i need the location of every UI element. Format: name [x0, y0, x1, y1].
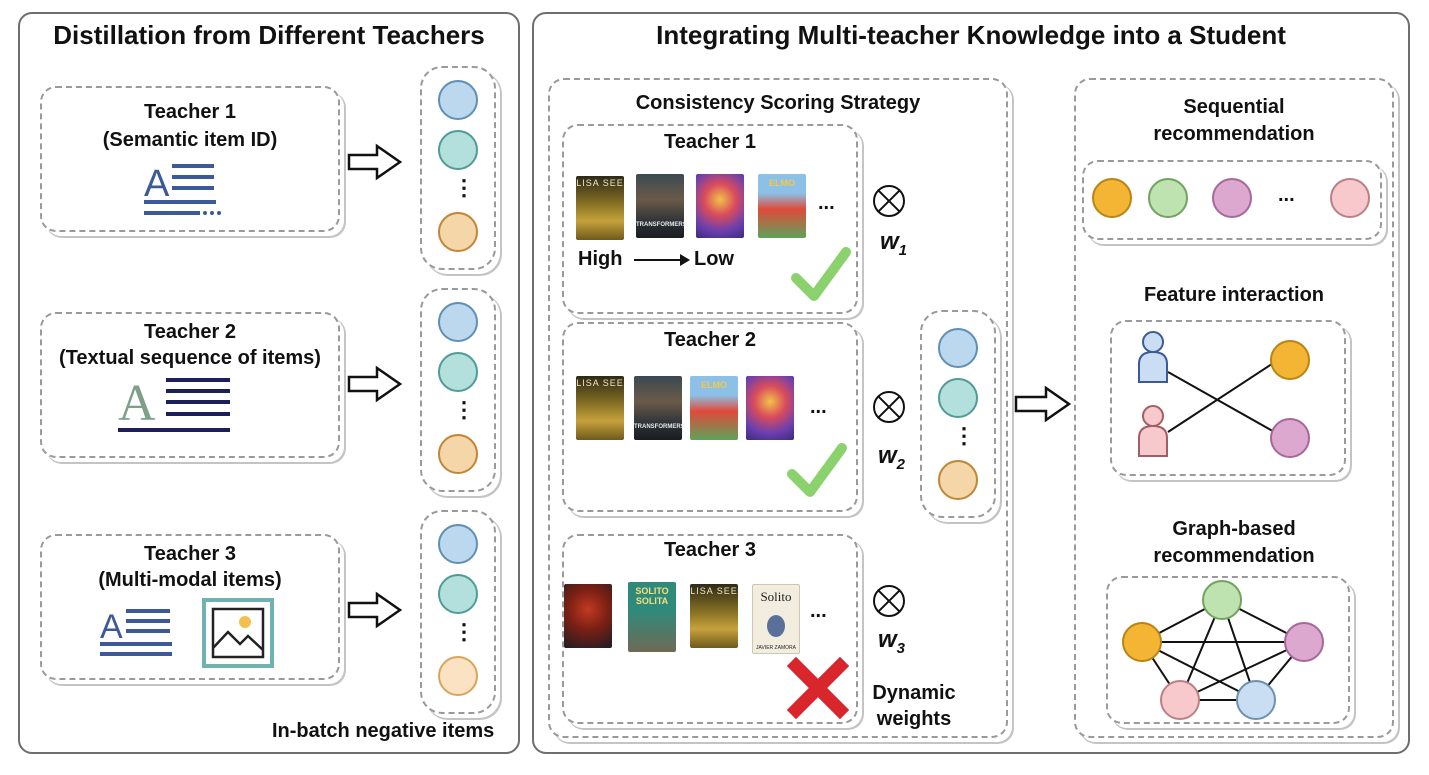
consistency-title: Consistency Scoring Strategy: [635, 92, 921, 114]
arrow-right-icon: [347, 143, 403, 181]
poster-elmo: ELMO: [690, 376, 738, 440]
cross-icon: [786, 656, 850, 720]
image-icon: [202, 598, 274, 668]
item-circle: [938, 328, 978, 368]
item-circle: [438, 302, 478, 342]
graph-node: [1202, 580, 1242, 620]
arrow-right-icon: [1014, 385, 1072, 423]
poster-lisa-see: LISA SEE: [576, 376, 624, 440]
high-to-low-arrow-icon: [634, 254, 690, 266]
dynamic-weights-label: Dynamic weights: [872, 682, 956, 730]
item-circle: [438, 574, 478, 614]
item-circle: [438, 130, 478, 170]
arrow-right-icon: [347, 365, 403, 403]
poster-ellipsis: ...: [818, 192, 835, 214]
poster-transformers: TRANSFORMERS: [634, 376, 685, 440]
poster-solito: Solito JAVIER ZAMORA: [752, 584, 800, 654]
text-sequence-icon: A: [118, 375, 230, 432]
teacher2-name: Teacher 2: [144, 321, 236, 343]
sequence-ellipsis: ...: [1278, 184, 1295, 206]
low-label: Low: [694, 248, 734, 270]
item-circle: [438, 434, 478, 474]
vertical-ellipsis: ⋮: [453, 399, 475, 421]
item-circle: [1270, 340, 1310, 380]
item-circle: [1212, 178, 1252, 218]
item-circle: [438, 524, 478, 564]
right-panel-title: Integrating Multi-teacher Knowledge into…: [656, 20, 1286, 50]
item-circle: [1092, 178, 1132, 218]
svg-text:A: A: [100, 608, 123, 646]
negatives-label: In-batch negative items: [272, 720, 495, 742]
check-icon: [791, 247, 851, 301]
vertical-ellipsis: ⋮: [453, 177, 475, 199]
item-circle: [438, 656, 478, 696]
weight-2: w2: [878, 442, 906, 473]
teacher1-box: [40, 86, 340, 232]
sequential-label: Sequential recommendation: [1153, 96, 1315, 145]
item-circle: [1148, 178, 1188, 218]
tensor-product-icon: [873, 391, 905, 423]
tensor-product-icon: [873, 585, 905, 617]
svg-text:A: A: [144, 163, 170, 205]
graph-based-label: Graph-based recommendation: [1153, 518, 1315, 567]
graph-node: [1284, 622, 1324, 662]
consistency-teacher1-name: Teacher 1: [664, 131, 756, 153]
teacher1-name: Teacher 1: [144, 101, 236, 123]
feature-interaction-graph: [1167, 359, 1279, 435]
teacher3-name: Teacher 3: [144, 543, 236, 565]
poster-mario: [746, 376, 794, 440]
weight-3: w3: [878, 626, 906, 657]
poster-flash: [564, 584, 612, 648]
graph-node: [1122, 622, 1162, 662]
item-circle: [1330, 178, 1370, 218]
item-circle: [438, 80, 478, 120]
left-panel-title: Distillation from Different Teachers: [53, 20, 485, 50]
multimodal-text-icon: A: [100, 608, 172, 656]
vertical-ellipsis: ⋮: [953, 425, 975, 447]
teacher2-box: [40, 312, 340, 458]
item-circle: [938, 378, 978, 418]
item-circle: [1270, 418, 1310, 458]
tensor-product-icon: [873, 185, 905, 217]
poster-mario: [696, 174, 744, 238]
svg-text:A: A: [118, 375, 156, 432]
user-icon: [1138, 331, 1168, 383]
poster-lisa-see: LISA SEE: [576, 176, 624, 240]
item-circle: [938, 460, 978, 500]
item-circle: [438, 352, 478, 392]
poster-ellipsis: ...: [810, 600, 827, 622]
graph-node: [1160, 680, 1200, 720]
poster-solito-solita: SOLITO SOLITA: [628, 582, 676, 652]
graph-node: [1236, 680, 1276, 720]
consistency-teacher3-name: Teacher 3: [664, 539, 756, 561]
arrow-right-icon: [347, 591, 403, 629]
vertical-ellipsis: ⋮: [453, 621, 475, 643]
semantic-id-icon: A: [144, 163, 221, 215]
high-label: High: [578, 248, 623, 270]
poster-lisa-see: LISA SEE: [690, 584, 738, 648]
feature-interaction-label: Feature interaction: [1143, 284, 1325, 306]
teacher3-desc: (Multi-modal items): [98, 569, 282, 591]
teacher1-desc: (Semantic item ID): [102, 129, 278, 151]
user-icon: [1138, 405, 1168, 457]
poster-elmo: ELMO: [758, 174, 806, 238]
item-circle: [438, 212, 478, 252]
teacher3-box: [40, 534, 340, 680]
teacher2-desc: (Textual sequence of items): [59, 347, 321, 369]
consistency-teacher2-name: Teacher 2: [664, 329, 756, 351]
poster-ellipsis: ...: [810, 396, 827, 418]
check-icon: [787, 443, 847, 497]
poster-transformers: TRANSFORMERS: [636, 174, 687, 238]
weight-1: w1: [880, 228, 908, 259]
